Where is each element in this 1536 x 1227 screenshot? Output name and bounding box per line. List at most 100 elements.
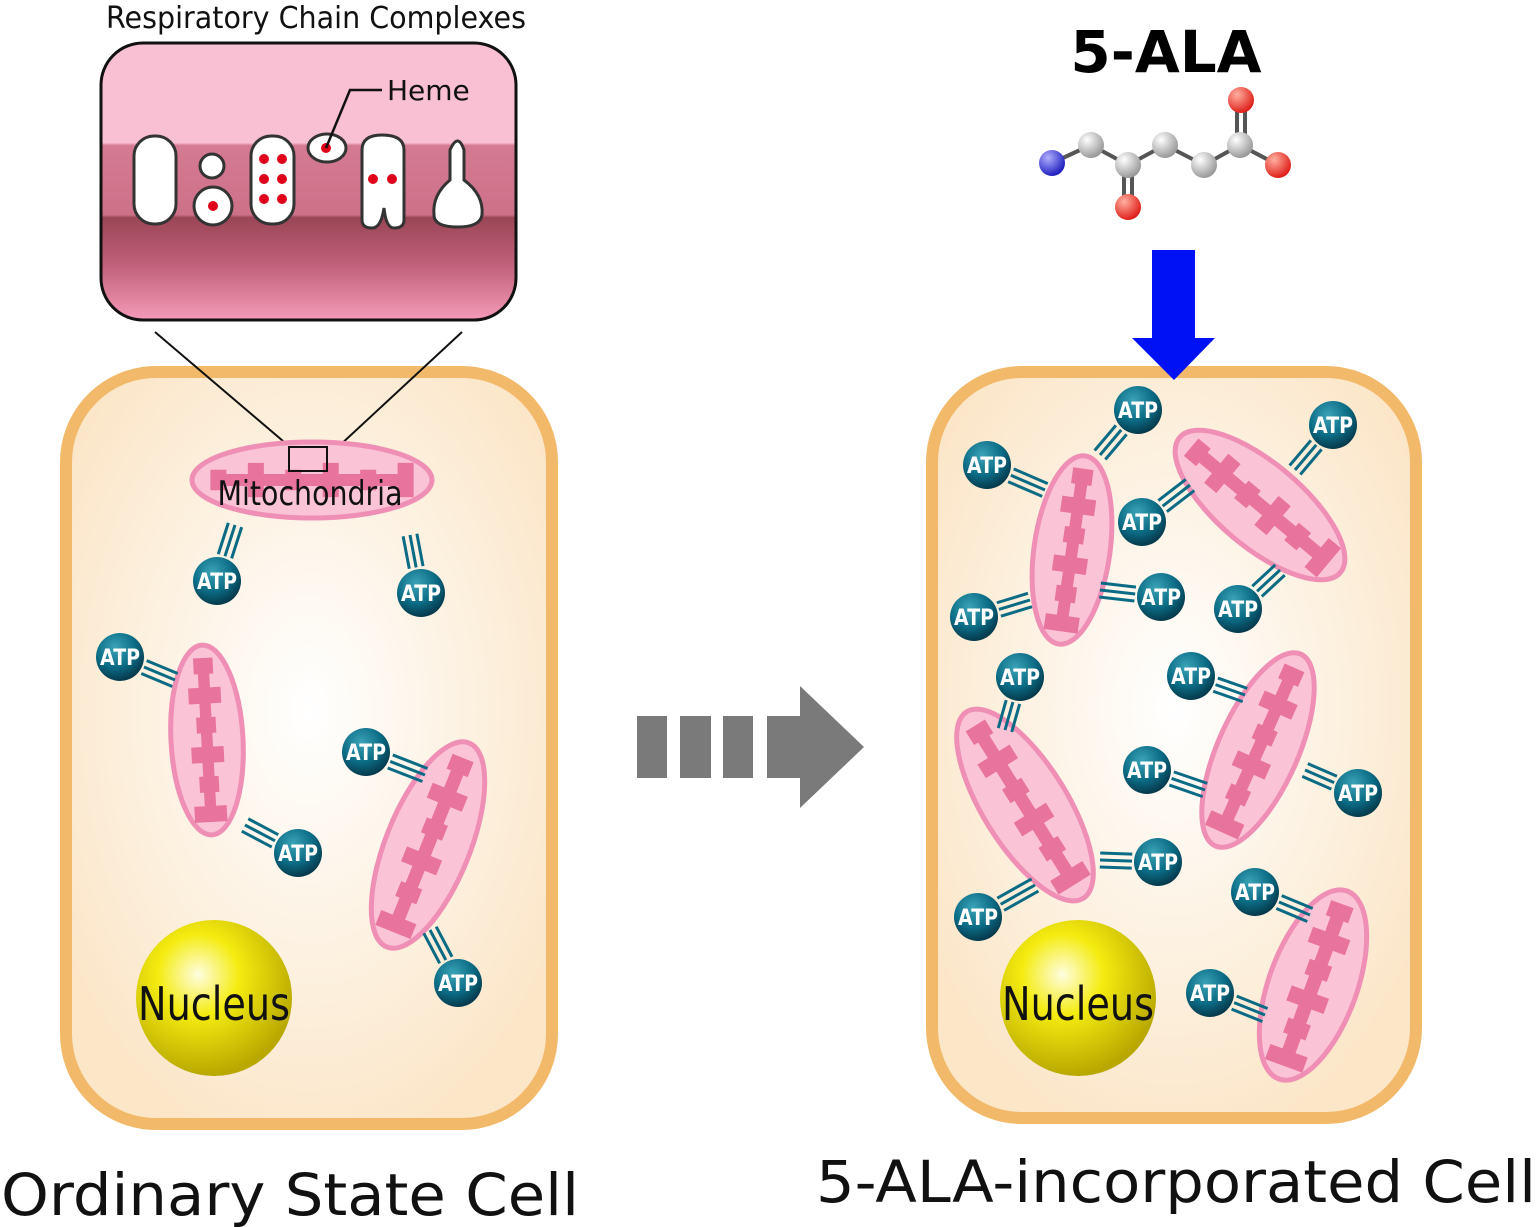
atp-circle	[1167, 652, 1215, 700]
energy-line	[1256, 568, 1282, 593]
energy-line	[241, 829, 273, 849]
energy-line	[1301, 775, 1332, 791]
energy-line	[996, 591, 1029, 605]
atp-circle	[1214, 585, 1262, 633]
atp-label: ATP	[1000, 666, 1040, 691]
energy-line	[1304, 768, 1335, 785]
atp-circle	[1231, 868, 1279, 916]
uptake-arrow	[1132, 250, 1215, 380]
ala-molecule	[1039, 87, 1291, 220]
atp-molecule: ATP	[193, 522, 244, 605]
atp-circle	[342, 728, 390, 776]
atp-label: ATP	[278, 842, 318, 867]
atp-molecule: ATP	[1167, 652, 1248, 704]
atp-circle	[1114, 386, 1162, 434]
energy-line	[1093, 424, 1118, 452]
mitochondrion	[954, 706, 1096, 904]
atp-label: ATP	[1218, 598, 1258, 623]
energy-line	[1173, 770, 1208, 785]
atp-circle	[1134, 838, 1182, 886]
ala-cell-caption: 5-ALA-incorporated Cell	[816, 1148, 1536, 1216]
energy-line	[998, 598, 1031, 611]
energy-line	[1171, 777, 1206, 792]
atp-label: ATP	[346, 741, 386, 766]
atp-molecule: ATP	[1288, 401, 1357, 476]
energy-line	[422, 932, 441, 964]
energy-line	[140, 672, 173, 688]
atp-molecule: ATP	[342, 728, 429, 783]
ordinary-cell-caption: Ordinary State Cell	[1, 1161, 579, 1227]
atp-circle	[963, 441, 1011, 489]
energy-line	[1251, 563, 1277, 588]
energy-line	[1003, 889, 1040, 912]
atp-molecule: ATP	[422, 926, 482, 1007]
atp-molecule: ATP	[1118, 478, 1196, 546]
energy-line	[1293, 443, 1318, 471]
atp-molecule: ATP	[1301, 762, 1382, 817]
energy-line	[1288, 439, 1313, 467]
atp-label: ATP	[1127, 759, 1167, 784]
energy-line	[1099, 588, 1136, 596]
atp-molecule: ATP	[1231, 868, 1314, 923]
energy-line	[392, 753, 429, 770]
atp-label: ATP	[438, 972, 478, 997]
atp-label: ATP	[401, 582, 441, 607]
atp-label: ATP	[197, 570, 237, 595]
energy-line	[389, 760, 426, 777]
mitochondrion	[168, 642, 246, 838]
energy-line	[244, 823, 276, 843]
atp-molecule: ATP	[1123, 746, 1208, 799]
energy-line	[1165, 489, 1196, 513]
energy-line	[230, 526, 244, 559]
energy-line	[1212, 689, 1244, 704]
atp-circle	[950, 593, 998, 641]
atp-molecule: ATP	[1099, 838, 1182, 886]
energy-line	[1099, 858, 1133, 863]
mitochondrion	[1199, 650, 1317, 850]
atp-label: ATP	[1235, 881, 1275, 906]
zoom-line	[337, 331, 463, 448]
mitochondrion	[368, 739, 488, 951]
energy-line	[996, 699, 1008, 729]
energy-line	[1217, 676, 1248, 690]
atp-circle	[1309, 401, 1357, 449]
energy-line	[1013, 467, 1049, 485]
energy-line	[1278, 900, 1311, 917]
atp-molecule: ATP	[241, 817, 322, 877]
energy-line	[1168, 783, 1204, 799]
energy-line	[1299, 448, 1323, 476]
nucleus	[136, 920, 292, 1076]
atp-label: ATP	[1138, 851, 1178, 876]
complex-iv	[360, 133, 406, 230]
atp-circle	[96, 633, 144, 681]
energy-line	[401, 536, 411, 570]
atp-circle	[434, 959, 482, 1007]
energy-line	[1010, 473, 1046, 492]
energy-line	[387, 766, 424, 783]
atp-circle	[1334, 769, 1382, 817]
atp-circle	[274, 829, 322, 877]
zoom-region-box	[288, 446, 328, 472]
atp-circle	[1137, 573, 1185, 621]
energy-line	[1230, 1007, 1263, 1023]
heme-label: Heme	[387, 74, 470, 107]
energy-line	[999, 883, 1036, 906]
energy-line	[146, 659, 179, 675]
energy-line	[216, 522, 230, 555]
atp-molecule: ATP	[1093, 386, 1162, 461]
atp-circle	[397, 569, 445, 617]
energy-line	[434, 926, 454, 958]
energy-line	[1007, 480, 1043, 498]
energy-line	[1307, 762, 1338, 778]
energy-line	[1098, 428, 1123, 456]
energy-line	[247, 817, 279, 836]
energy-line	[1100, 851, 1133, 856]
atp-label: ATP	[1141, 586, 1181, 611]
atp-label: ATP	[958, 906, 998, 931]
atp-circle	[193, 557, 241, 605]
energy-line	[1161, 483, 1191, 508]
energy-line	[1260, 574, 1286, 598]
mitochondria-label: Mitochondria	[218, 474, 403, 514]
ala-title: 5-ALA	[1070, 18, 1261, 86]
